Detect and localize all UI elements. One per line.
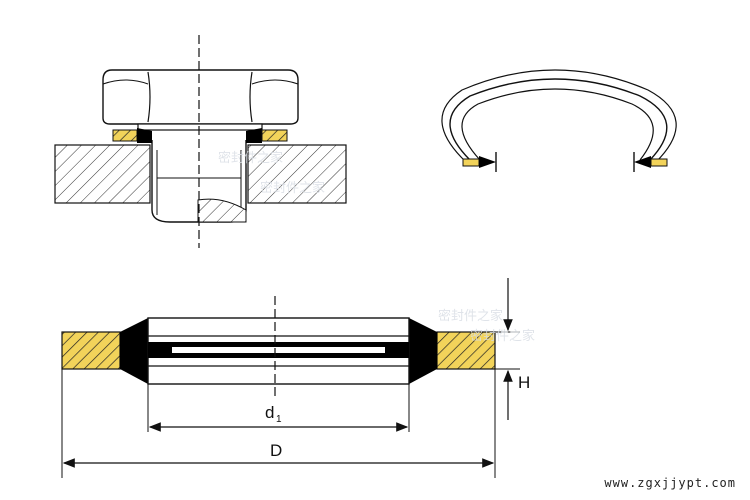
ring-metal-left bbox=[462, 158, 480, 167]
ring-rubber-left bbox=[479, 156, 496, 168]
watermark: 密封件之家 bbox=[218, 150, 283, 166]
d1-label: d bbox=[265, 403, 274, 422]
site-url: www.zgxjjypt.com bbox=[604, 476, 736, 490]
d1-subscript: 1 bbox=[276, 414, 282, 425]
watermark: 密封件之家 bbox=[438, 308, 503, 324]
metal-ring-left bbox=[61, 331, 121, 370]
seal-rubber-right bbox=[246, 128, 262, 143]
ring-metal-right bbox=[650, 158, 668, 167]
rubber-lip-left bbox=[120, 318, 148, 384]
D-label: D bbox=[270, 441, 282, 460]
seal-ring-3d bbox=[441, 69, 677, 172]
rubber-lip-right bbox=[409, 318, 437, 384]
bolt-head bbox=[102, 69, 299, 125]
bolt-assembly-section bbox=[54, 35, 347, 248]
plate-left bbox=[54, 144, 151, 204]
metal-ring-right bbox=[436, 331, 496, 370]
ring-rubber-right bbox=[634, 156, 651, 168]
plate-right bbox=[247, 144, 347, 204]
seal-rubber-left bbox=[137, 128, 152, 143]
watermark: 密封件之家 bbox=[260, 180, 325, 196]
watermark: 密封件之家 bbox=[470, 328, 535, 344]
seal-metal-right bbox=[261, 129, 288, 142]
seal-metal-left bbox=[112, 129, 138, 142]
seal-cross-section: d 1 D H bbox=[61, 278, 530, 478]
H-label: H bbox=[518, 373, 530, 392]
